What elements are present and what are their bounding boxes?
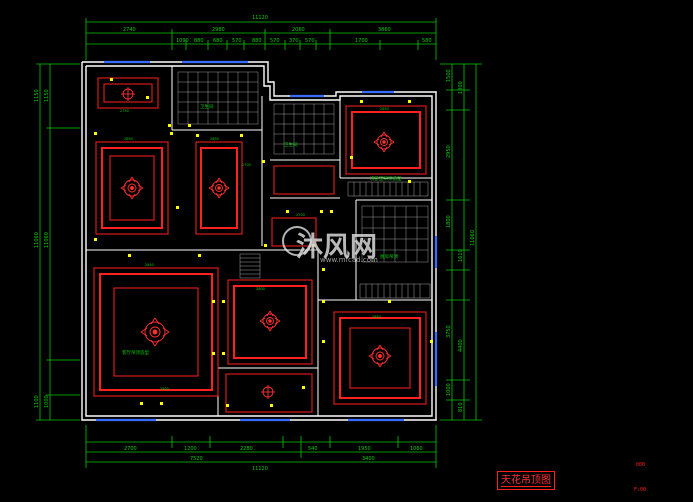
dim-bottom-2: 1200	[184, 446, 197, 452]
dim-bottom-6: 1060	[410, 446, 423, 452]
dim-right-5: 1610	[458, 249, 464, 262]
room-label-bedroom: 次卧室吊顶造型	[370, 175, 402, 182]
room-label-bath1: 卫生间	[200, 103, 214, 110]
medallion-dining	[259, 310, 281, 332]
dim-right-4: 1800	[446, 215, 452, 228]
dim-top-sub-2: 880	[194, 38, 204, 44]
dim-bottom2-1: 7520	[190, 456, 203, 462]
svg-text:2850: 2850	[145, 263, 154, 267]
room-label-bath2: 卫生间	[284, 141, 298, 148]
dim-top-sub-6: 570	[270, 38, 280, 44]
svg-text:2850: 2850	[210, 137, 219, 141]
dim-top-sub-1: 1090	[176, 38, 189, 44]
dim-left-5: 1000	[44, 395, 50, 408]
dim-bottom-5: 1950	[358, 446, 371, 452]
dim-right-total: 11060	[470, 230, 476, 246]
svg-text:2800: 2800	[160, 387, 169, 391]
dim-top-sub-3: 680	[213, 38, 223, 44]
fixture-marks	[94, 78, 433, 407]
room-labels: 卫生间 卫生间 客厅吊顶造型 厨房吊顶 次卧室吊顶造型	[122, 103, 402, 356]
dim-top-1: 2740	[123, 27, 136, 33]
level-marks: 2850 2850 2850 2800 2850 2850 2800 2700 2700…	[120, 107, 389, 391]
tile-grids	[177, 71, 429, 263]
lamp-hall	[261, 385, 275, 399]
medallion-second	[208, 177, 230, 199]
hatch-strips	[239, 181, 431, 299]
svg-text:2850: 2850	[124, 137, 133, 141]
medallion-bedroom-top	[373, 131, 395, 153]
dimension-lines	[36, 18, 482, 468]
dim-bottom-3: 2280	[240, 446, 253, 452]
dim-bottom-4: 540	[308, 446, 318, 452]
dimension-texts: 11120 2740 2980 2060 3860 1090 880 680 5…	[34, 15, 476, 472]
watermark-text: 沐风网	[296, 232, 377, 263]
watermark-url: www.mfcad.com	[320, 256, 378, 264]
dim-right-8: 1000	[446, 383, 452, 396]
dim-right-6: 3750	[446, 325, 452, 338]
dim-right-1: 1500	[446, 69, 452, 82]
dim-left-3: 11060	[44, 232, 50, 248]
dim-right-7: 4400	[458, 339, 464, 352]
svg-text:2700: 2700	[296, 213, 305, 217]
dim-right-2: 1300	[458, 81, 464, 94]
dim-top-total: 11120	[252, 15, 268, 21]
dim-top-sub-10: 580	[422, 38, 432, 44]
dim-left-4: 1100	[34, 395, 40, 408]
dim-top-4: 3860	[378, 27, 391, 33]
room-label-kitchen: 厨房吊顶	[380, 253, 398, 260]
dim-top-2: 2980	[212, 27, 225, 33]
legend-top: 000	[636, 462, 646, 468]
dim-bottom-total: 11120	[252, 466, 268, 472]
dim-top-sub-5: 880	[252, 38, 262, 44]
legend-bottom: F:00	[634, 487, 647, 493]
medallion-master	[120, 176, 144, 200]
windows	[96, 60, 438, 422]
svg-text:2850: 2850	[372, 315, 381, 319]
medallion-living	[140, 317, 170, 347]
lamp-small-room	[121, 87, 135, 101]
dim-top-3: 2060	[292, 27, 305, 33]
watermark-logo	[282, 226, 312, 256]
svg-text:2700: 2700	[242, 163, 251, 167]
dim-bottom-1: 2700	[124, 446, 137, 452]
dim-right-9: 810	[458, 402, 464, 412]
outer-walls	[81, 61, 437, 421]
svg-text:2850: 2850	[380, 107, 389, 111]
room-label-living: 客厅吊顶造型	[122, 349, 149, 356]
dim-left-total: 11060	[34, 232, 40, 248]
drawing-title: 天花吊顶图	[501, 474, 551, 487]
ceiling-outlines	[93, 77, 427, 413]
dim-top-sub-9: 1700	[355, 38, 368, 44]
dim-top-sub-4: 570	[232, 38, 242, 44]
medallion-bedroom-bottom	[368, 344, 392, 368]
svg-text:2750: 2750	[120, 109, 129, 113]
interior-walls	[86, 66, 432, 416]
dim-left-1: 1150	[34, 89, 40, 102]
dim-top-sub-8: 570	[305, 38, 315, 44]
drawing-title-box: 天花吊顶图	[497, 471, 555, 490]
ceiling-lights	[120, 87, 395, 399]
dim-right-3: 2950	[446, 145, 452, 158]
svg-text:2800: 2800	[256, 287, 265, 291]
dim-top-sub-7: 370	[289, 38, 299, 44]
dim-left-2: 1150	[44, 89, 50, 102]
dim-bottom2-2: 3400	[362, 456, 375, 462]
